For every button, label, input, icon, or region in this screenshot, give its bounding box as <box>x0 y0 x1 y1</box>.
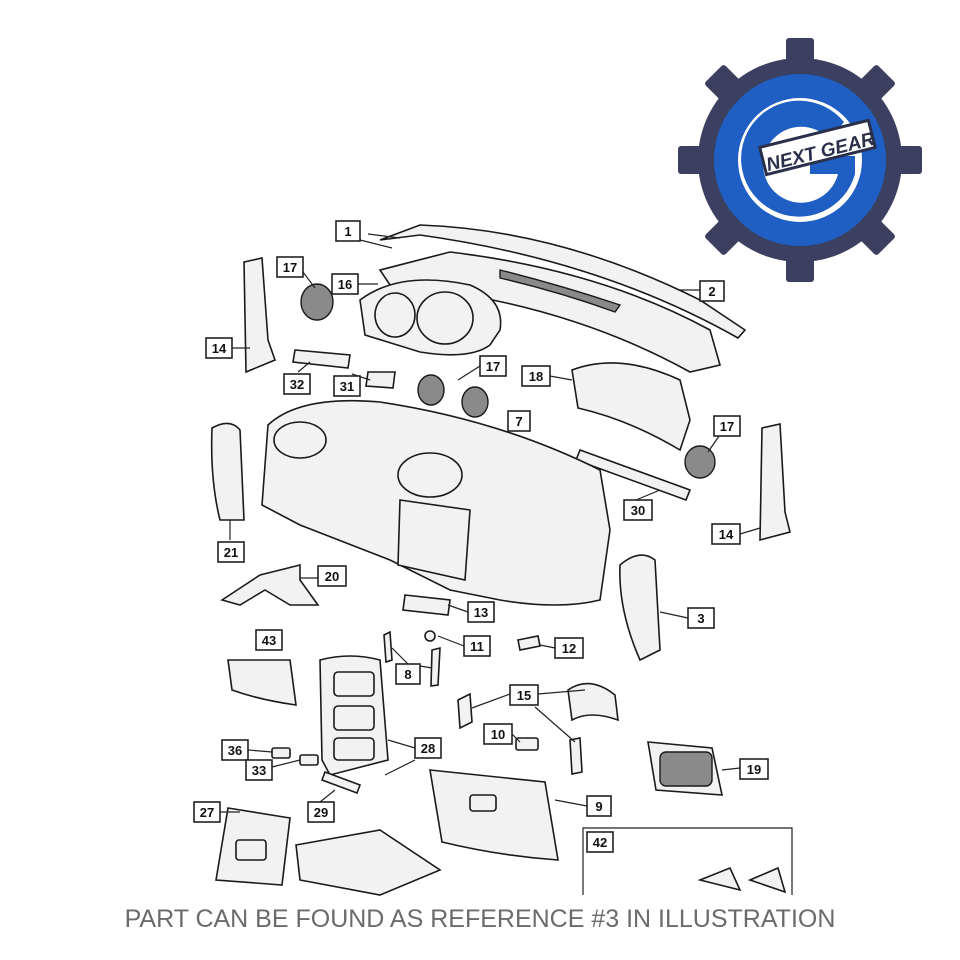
svg-text:31: 31 <box>340 379 354 394</box>
callout-28: 28 <box>414 737 442 759</box>
callout-11: 11 <box>463 635 491 657</box>
svg-text:14: 14 <box>212 341 227 356</box>
svg-text:27: 27 <box>200 805 214 820</box>
callout-19: 19 <box>739 758 769 780</box>
leader-lines <box>218 233 761 813</box>
callout-14b: 14 <box>711 523 741 545</box>
svg-text:21: 21 <box>224 545 238 560</box>
callout-3: 3 <box>687 607 715 629</box>
callout-8: 8 <box>395 663 421 685</box>
svg-text:32: 32 <box>290 377 304 392</box>
end-cover-part <box>210 422 245 521</box>
svg-text:1: 1 <box>344 224 351 239</box>
callout-13: 13 <box>467 601 495 623</box>
right-end-cover-part <box>619 554 661 662</box>
reference-caption: PART CAN BE FOUND AS REFERENCE #3 IN ILL… <box>124 905 836 933</box>
callout-43: 43 <box>255 629 283 651</box>
callout-21: 21 <box>217 541 245 563</box>
svg-text:7: 7 <box>515 414 522 429</box>
pillar-left-part <box>243 257 277 374</box>
svg-text:17: 17 <box>283 260 297 275</box>
svg-text:11: 11 <box>470 639 484 654</box>
svg-text:30: 30 <box>631 503 645 518</box>
callout-29: 29 <box>307 801 335 823</box>
parts-illustration <box>210 224 793 896</box>
svg-text:28: 28 <box>421 741 435 756</box>
next-gear-logo: NEXT GEAR <box>678 38 922 282</box>
svg-text:9: 9 <box>595 799 602 814</box>
callout-17: 17 <box>276 256 304 278</box>
callout-17c: 17 <box>713 415 741 437</box>
svg-text:12: 12 <box>562 641 576 656</box>
svg-text:33: 33 <box>252 763 266 778</box>
svg-text:16: 16 <box>338 277 352 292</box>
svg-text:18: 18 <box>529 369 543 384</box>
svg-text:42: 42 <box>593 835 607 850</box>
svg-text:3: 3 <box>697 611 704 626</box>
instrument-panel-part <box>261 399 611 606</box>
defroster-strip-part <box>379 224 747 340</box>
callout-27: 27 <box>193 801 221 823</box>
callout-7: 7 <box>507 410 531 432</box>
callout-31: 31 <box>333 375 361 397</box>
callout-14: 14 <box>205 337 233 359</box>
svg-text:19: 19 <box>747 762 761 777</box>
callout-1: 1 <box>335 220 361 242</box>
svg-text:13: 13 <box>474 605 488 620</box>
svg-text:17: 17 <box>720 419 734 434</box>
svg-text:20: 20 <box>325 569 339 584</box>
svg-text:10: 10 <box>491 727 505 742</box>
svg-text:17: 17 <box>486 359 500 374</box>
knee-bolster-part <box>227 659 297 706</box>
callout-33: 33 <box>245 759 273 781</box>
callout-15: 15 <box>509 684 539 706</box>
callout-32: 32 <box>283 373 311 395</box>
callout-10: 10 <box>483 723 513 745</box>
callout-17b: 17 <box>479 355 507 377</box>
callout-16: 16 <box>331 273 359 295</box>
speaker-part <box>300 283 334 321</box>
svg-text:2: 2 <box>708 284 715 299</box>
svg-text:43: 43 <box>262 633 276 648</box>
svg-text:15: 15 <box>517 688 531 703</box>
svg-text:36: 36 <box>228 743 242 758</box>
callout-30: 30 <box>623 499 653 521</box>
svg-text:14: 14 <box>719 527 734 542</box>
svg-text:8: 8 <box>404 667 411 682</box>
callout-2: 2 <box>699 280 725 302</box>
callout-20: 20 <box>317 565 347 587</box>
callout-36: 36 <box>221 739 249 761</box>
airbag-door-part <box>571 362 691 452</box>
callout-42: 42 <box>586 831 614 853</box>
svg-text:29: 29 <box>314 805 328 820</box>
callout-18: 18 <box>521 365 551 387</box>
glove-box-part <box>429 769 559 861</box>
pillar-right-part <box>759 423 791 542</box>
callout-12: 12 <box>554 637 584 659</box>
callout-9: 9 <box>586 795 612 817</box>
